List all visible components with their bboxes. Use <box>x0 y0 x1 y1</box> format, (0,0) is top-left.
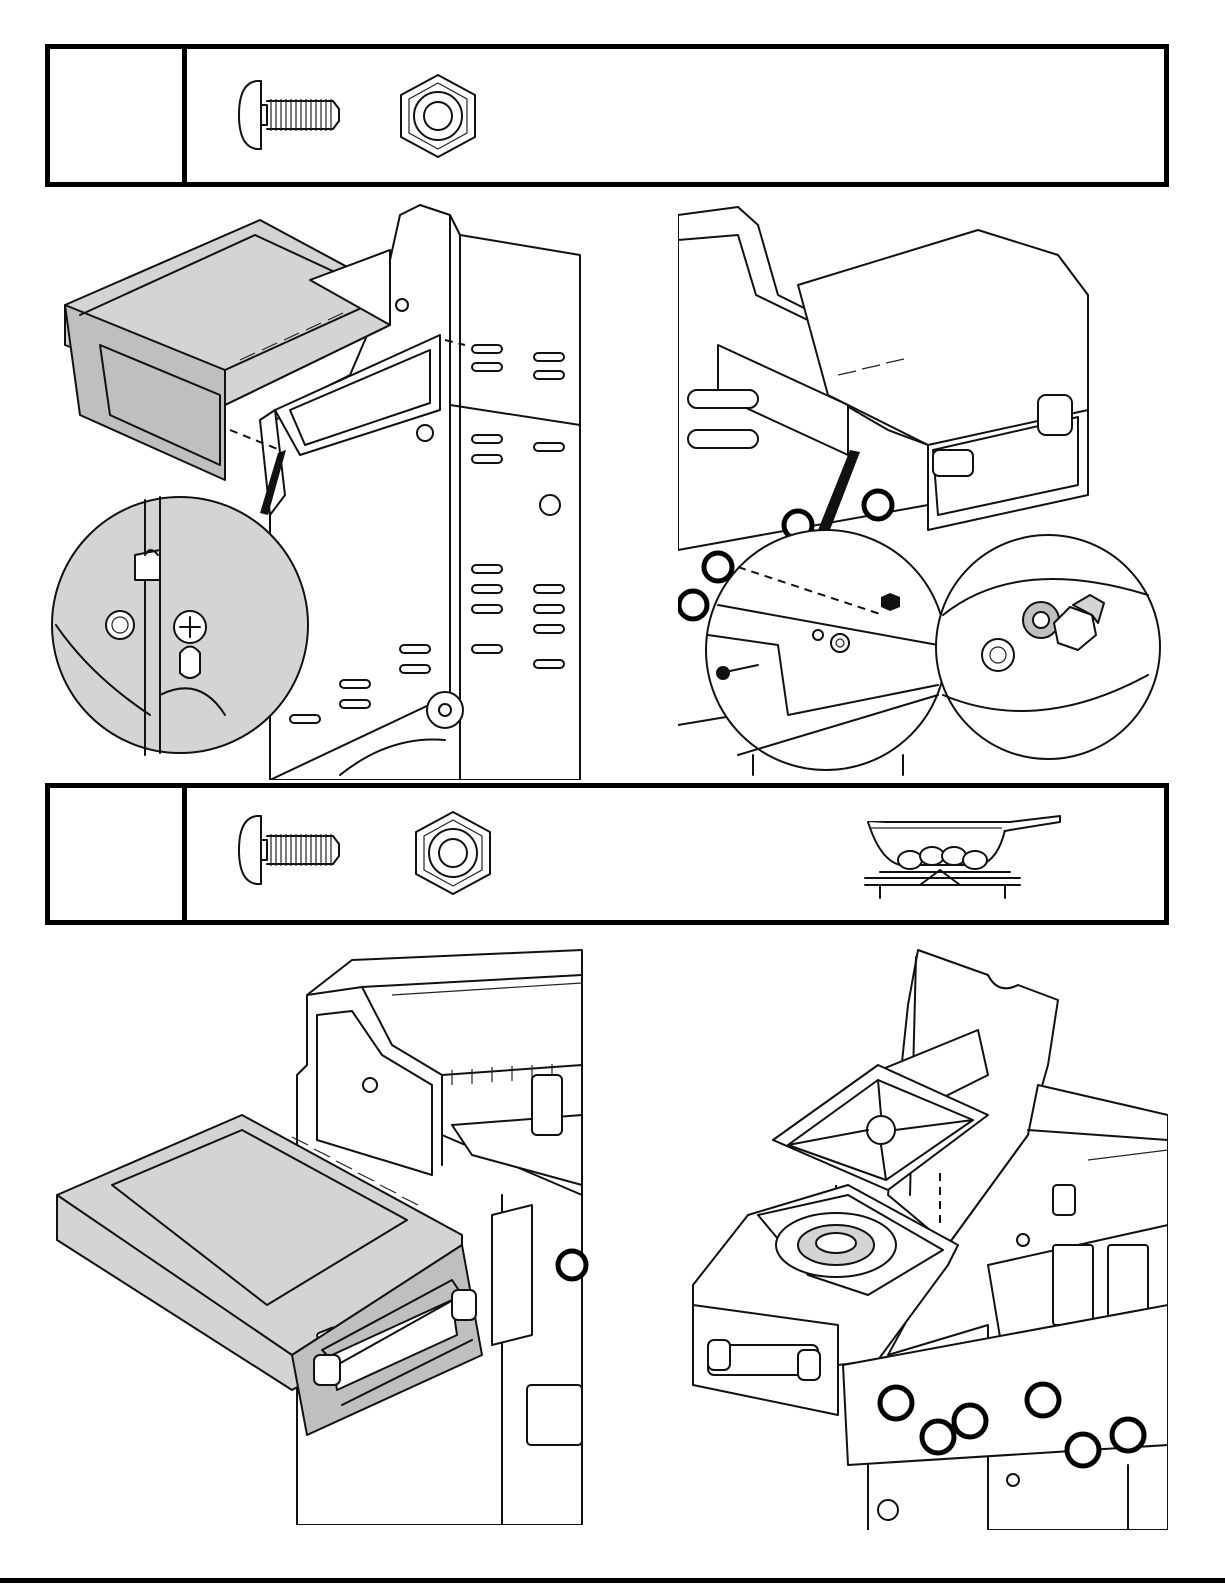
screw-icon <box>235 810 360 890</box>
side-burner-grate-figure <box>688 945 1168 1530</box>
side-shelf-attach-figure <box>50 195 590 780</box>
hex-nut-icon <box>395 71 481 161</box>
step-1-parts-box <box>45 44 1169 187</box>
side-burner-fastening-figure <box>678 195 1168 780</box>
side-burner-assembly-icon <box>860 810 1065 905</box>
step-2-parts-box <box>45 783 1169 925</box>
screw-icon <box>235 75 360 155</box>
step-1-number-cell <box>50 49 187 182</box>
page-bottom-rule <box>0 1578 1225 1583</box>
side-shelf-installed-figure <box>52 935 592 1525</box>
hex-nut-icon <box>410 808 496 898</box>
step-2-number-cell <box>50 788 187 920</box>
